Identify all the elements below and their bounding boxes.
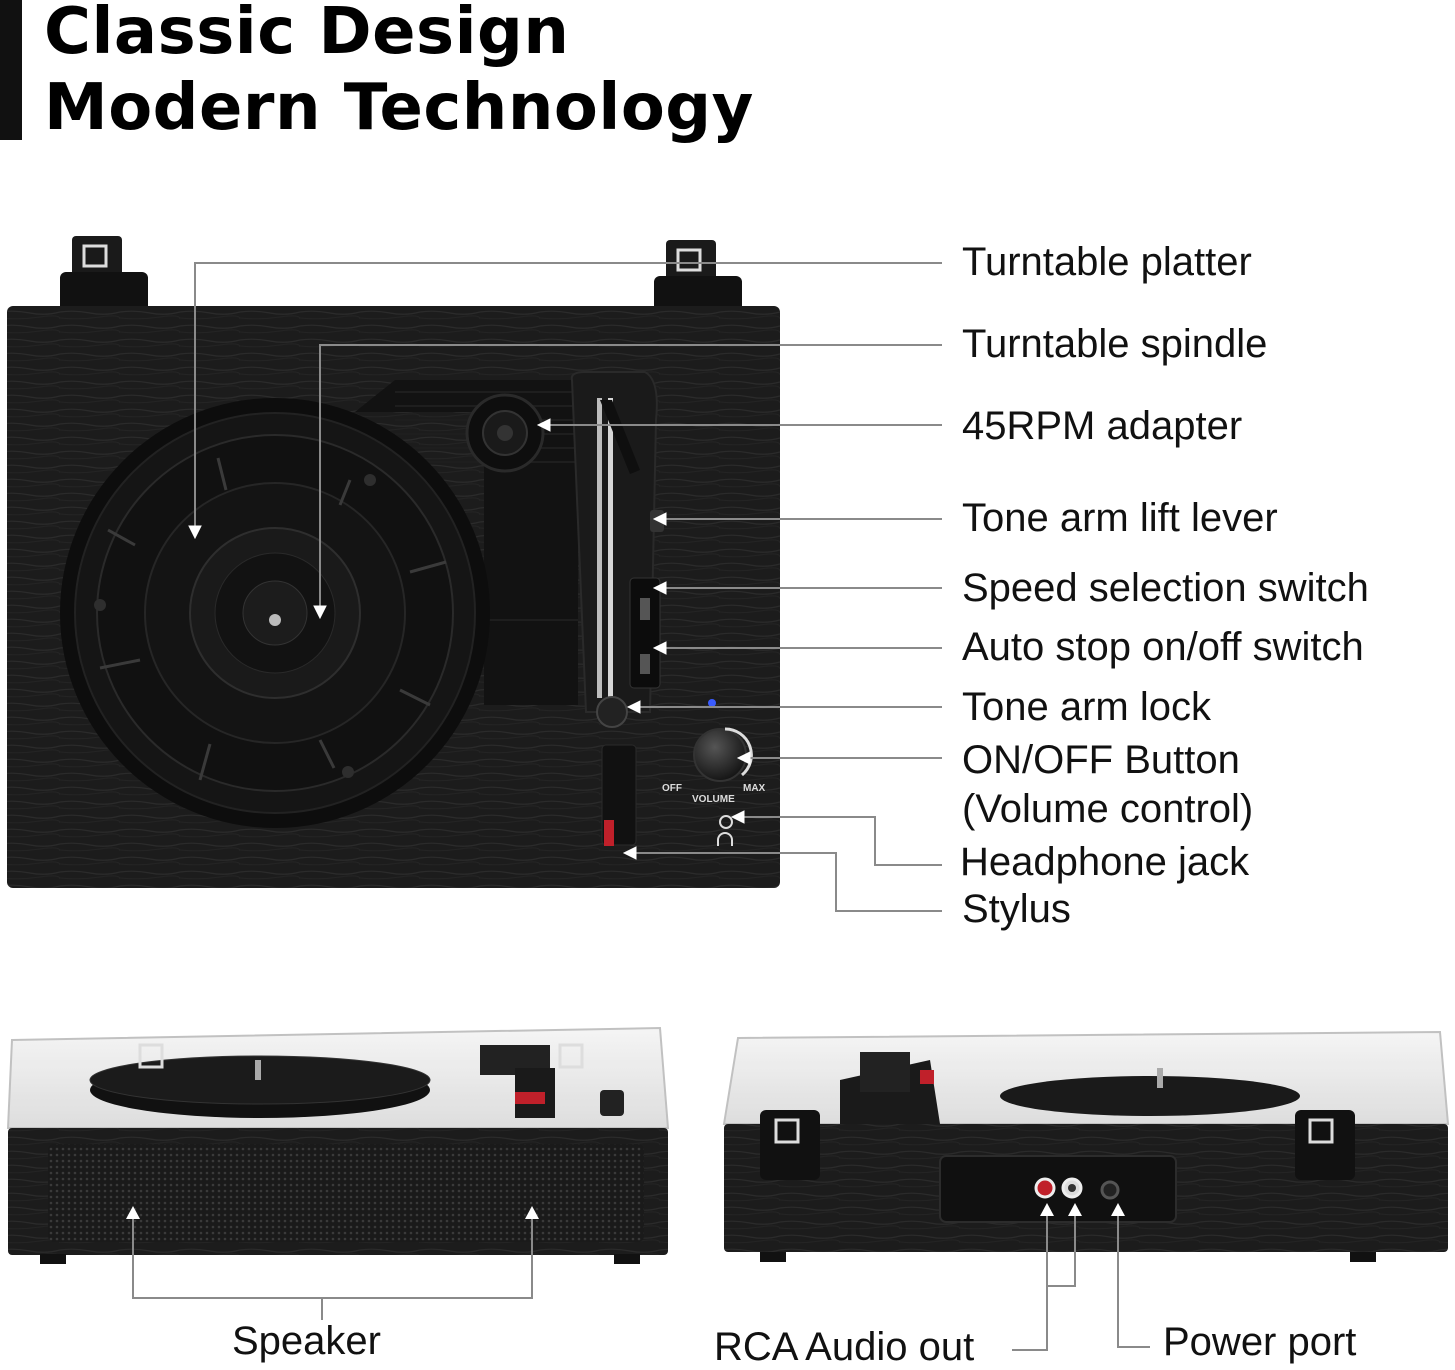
power-port-label: Power port — [1163, 1320, 1357, 1364]
callout-on-off-button: ON/OFF Button — [962, 738, 1240, 782]
callout-stylus: Stylus — [962, 887, 1071, 931]
page-title: Classic Design Modern Technology — [44, 0, 754, 146]
callout-headphone-jack: Headphone jack — [960, 840, 1250, 884]
top-view-turntable: OFF VOLUME MAX — [7, 236, 780, 888]
callout-auto-stop-switch: Auto stop on/off switch — [962, 625, 1364, 669]
speaker-label: Speaker — [232, 1319, 381, 1363]
callout-turntable-platter: Turntable platter — [962, 240, 1252, 284]
callout-arrowheads — [188, 418, 751, 860]
speaker-callout-lines — [132, 1218, 533, 1320]
callout-turntable-spindle: Turntable spindle — [962, 322, 1268, 366]
callout-lines — [194, 262, 942, 912]
rca-callout-lines — [1012, 1215, 1150, 1351]
callout-speed-selection-switch: Speed selection switch — [962, 566, 1369, 610]
front-view-turntable — [6, 1026, 670, 1264]
panel-label-volume: VOLUME — [692, 794, 735, 805]
panel-label-off: OFF — [662, 783, 682, 794]
title-line-1: Classic Design — [44, 0, 570, 69]
callout-volume-control: (Volume control) — [962, 787, 1254, 831]
panel-label-max: MAX — [743, 783, 766, 794]
heading-accent-bar — [0, 0, 22, 140]
title-line-2: Modern Technology — [44, 71, 754, 145]
back-view-turntable — [722, 1030, 1450, 1262]
callout-45rpm-adapter: 45RPM adapter — [962, 404, 1243, 448]
callout-tone-arm-lock: Tone arm lock — [962, 685, 1211, 729]
callout-tone-arm-lift-lever: Tone arm lift lever — [962, 496, 1278, 540]
rca-audio-out-label: RCA Audio out — [714, 1325, 975, 1369]
